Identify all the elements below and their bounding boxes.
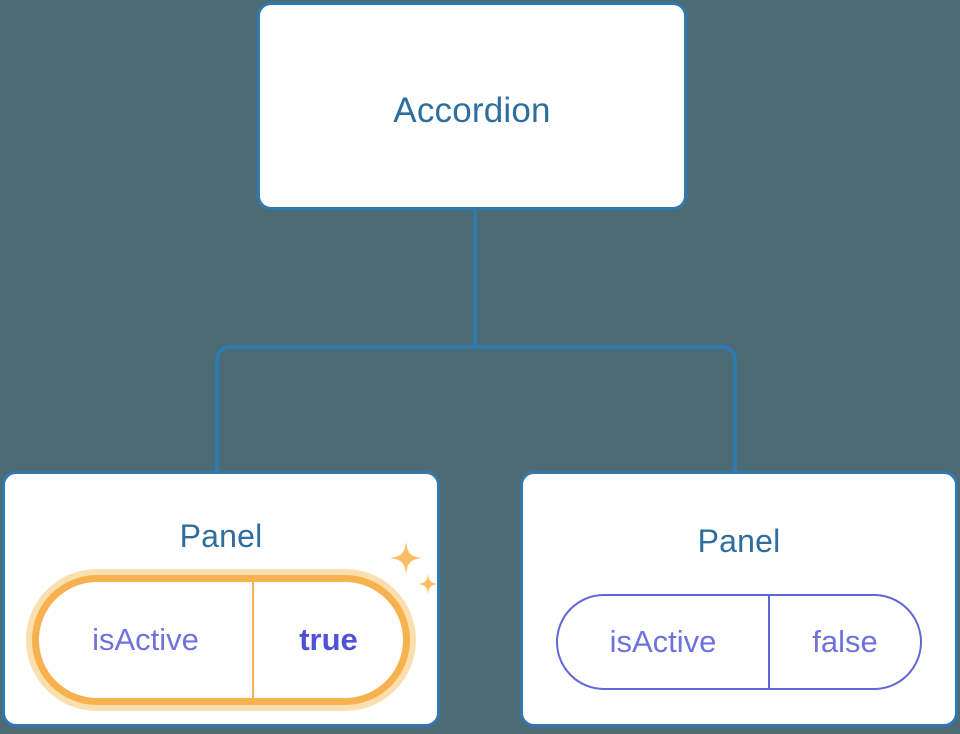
- node-accordion-title: Accordion: [393, 91, 551, 130]
- prop-key-label: isActive: [558, 596, 770, 688]
- node-panel-right-title: Panel: [697, 523, 781, 559]
- prop-pill-isactive-false[interactable]: isActive false: [556, 594, 922, 690]
- prop-value-label: true: [299, 622, 358, 657]
- prop-pill-isactive-true[interactable]: isActive true: [32, 575, 410, 705]
- prop-value-label: false: [812, 624, 878, 659]
- prop-key-label: isActive: [39, 582, 254, 698]
- node-panel-left-title: Panel: [179, 518, 263, 554]
- connector-branch-right: [475, 345, 737, 474]
- connector-branch-left: [215, 345, 475, 474]
- node-accordion[interactable]: Accordion: [257, 2, 687, 210]
